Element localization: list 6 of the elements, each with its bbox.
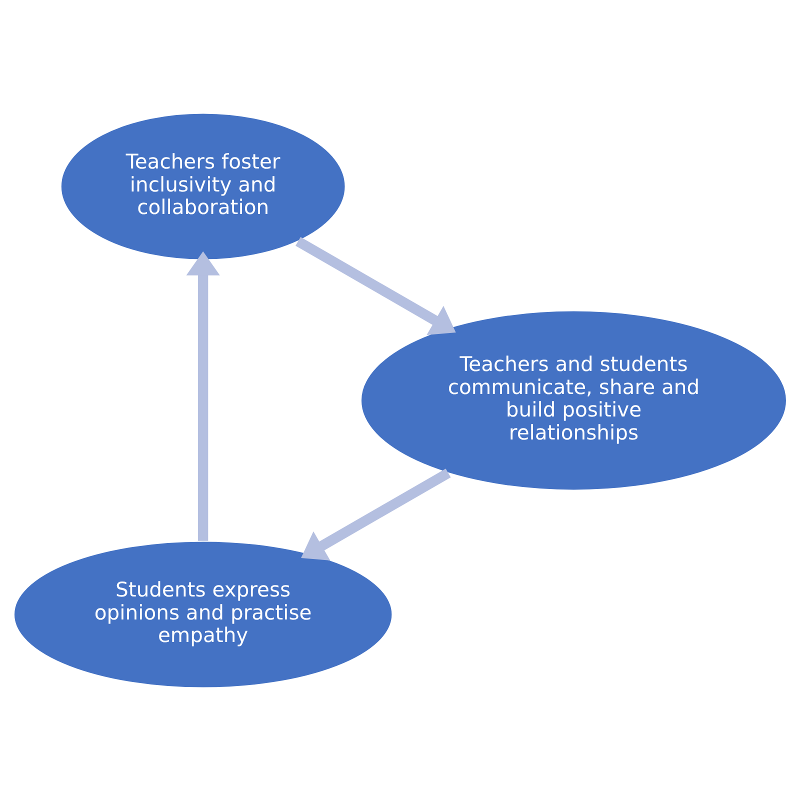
- node-ellipse: Teachers foster inclusivity and collaboration: [60, 112, 346, 260]
- node-ellipse: Students express opinions and practise empathy: [12, 540, 392, 688]
- arrow: [300, 468, 450, 560]
- node-ellipse: Teachers and students communicate, share and build positive relationships: [360, 310, 787, 490]
- arrow: [186, 250, 220, 540]
- arrow: [295, 236, 456, 335]
